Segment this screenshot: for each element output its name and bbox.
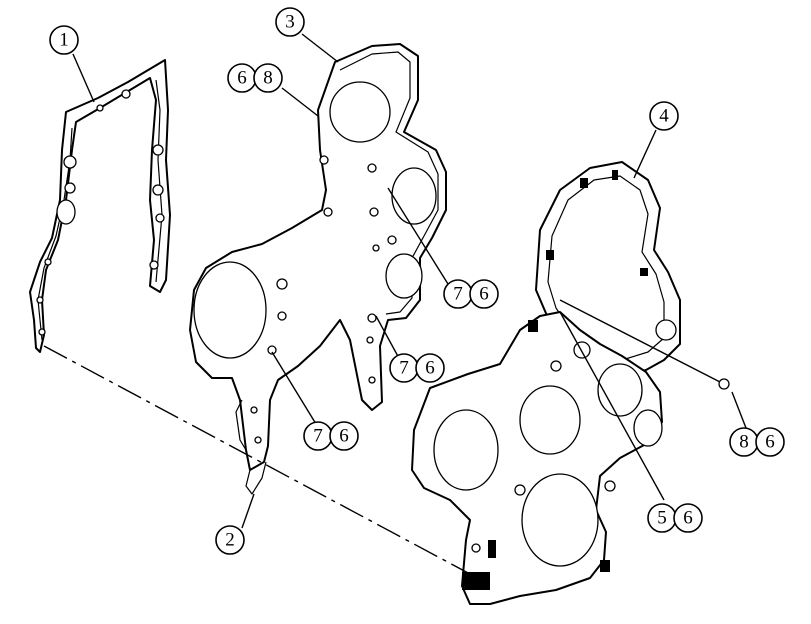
callout-6-b: 6 [469, 279, 499, 309]
callout-6-e: 6 [755, 427, 785, 457]
callout-6-a: 6 [227, 63, 257, 93]
gasket-plate [235, 399, 267, 495]
alignment-line [43, 345, 471, 575]
callout-7-b: 7 [389, 353, 419, 383]
svg-text:2: 2 [225, 530, 235, 551]
callout-5: 5 [647, 503, 677, 533]
leader-lines [72, 33, 747, 529]
callout-8-b: 8 [729, 427, 759, 457]
svg-text:4: 4 [659, 106, 669, 127]
callout-6-d: 6 [329, 421, 359, 451]
callout-1: 1 [49, 25, 79, 55]
svg-text:6: 6 [425, 358, 435, 379]
callout-7-c: 7 [303, 421, 333, 451]
callout-4: 4 [649, 101, 679, 131]
svg-text:7: 7 [453, 284, 463, 305]
front-plate [189, 43, 447, 471]
gasket-front-cover [29, 59, 171, 353]
callout-3: 3 [275, 7, 305, 37]
svg-text:7: 7 [313, 426, 323, 447]
timing-housing [411, 311, 663, 605]
svg-text:6: 6 [237, 68, 247, 89]
callout-7-a: 7 [443, 279, 473, 309]
svg-text:6: 6 [765, 432, 775, 453]
callout-6-c: 6 [415, 353, 445, 383]
svg-text:5: 5 [657, 508, 667, 529]
svg-text:3: 3 [285, 12, 295, 33]
callout-8-a: 8 [253, 63, 283, 93]
svg-text:7: 7 [399, 358, 409, 379]
svg-text:8: 8 [263, 68, 273, 89]
callout-6-f: 6 [673, 503, 703, 533]
callout-2: 2 [215, 525, 245, 555]
svg-text:1: 1 [59, 30, 69, 51]
svg-text:8: 8 [739, 432, 749, 453]
svg-text:6: 6 [683, 508, 693, 529]
svg-text:6: 6 [479, 284, 489, 305]
svg-text:6: 6 [339, 426, 349, 447]
